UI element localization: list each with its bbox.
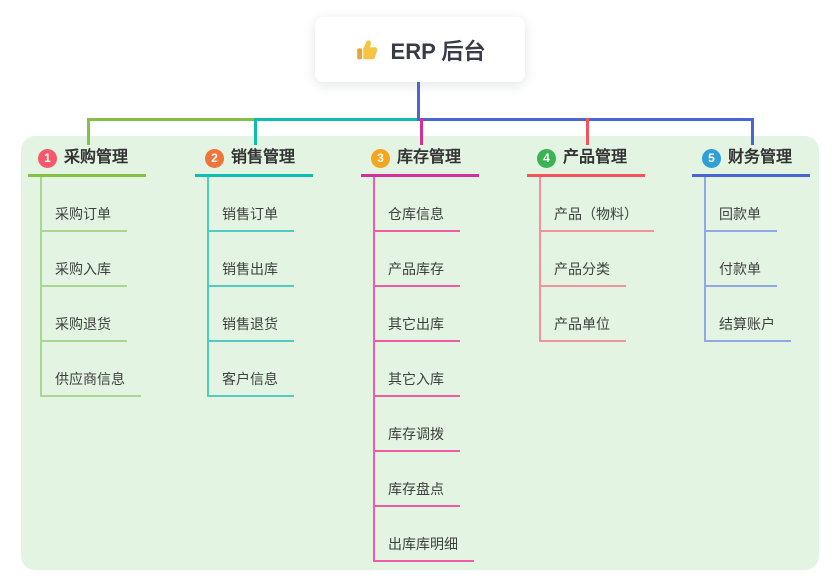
branch-5-child-3[interactable]: 结算账户 [704, 314, 791, 342]
branch-3-child-3[interactable]: 其它出库 [373, 314, 460, 342]
branch-2-child-1[interactable]: 销售订单 [207, 204, 294, 232]
branch-1: 1 采购管理采购订单采购入库采购退货供应商信息 [28, 148, 146, 397]
root-node-title: ERP 后台 [390, 38, 486, 64]
child-row: 采购订单 [28, 177, 146, 232]
connector-drop-5 [751, 118, 754, 145]
connector-drop-1 [87, 118, 90, 145]
child-row: 回款单 [692, 177, 810, 232]
child-row: 销售出库 [195, 232, 313, 287]
branch-3-child-4[interactable]: 其它入库 [373, 369, 460, 397]
branch-1-trunk-line [40, 177, 42, 397]
branch-4-number-badge: 4 [537, 148, 556, 168]
child-row: 仓库信息 [361, 177, 479, 232]
branch-4-child-3[interactable]: 产品单位 [539, 314, 626, 342]
child-row: 客户信息 [195, 342, 313, 397]
child-row: 结算账户 [692, 287, 810, 342]
branch-3-child-7[interactable]: 出库库明细 [373, 534, 474, 562]
branch-3-title: 库存管理 [397, 149, 462, 166]
branch-1-title: 采购管理 [64, 149, 129, 166]
branch-1-child-3[interactable]: 采购退货 [40, 314, 127, 342]
branch-2-number-badge: 2 [205, 148, 224, 168]
branch-4-child-1[interactable]: 产品（物料） [539, 204, 654, 232]
branch-3-child-1[interactable]: 仓库信息 [373, 204, 460, 232]
branch-4: 4 产品管理产品（物料） 产品分类产品单位 [527, 148, 654, 342]
branch-3-trunk-line [373, 177, 375, 562]
connector-bus-left [87, 118, 257, 121]
connector-bus-mid [254, 118, 420, 121]
branch-3-number-badge: 3 [371, 148, 390, 168]
child-row: 出库库明细 [361, 507, 479, 562]
branch-5: 5 财务管理回款单付款单结算账户 [692, 148, 810, 342]
branch-2-child-3[interactable]: 销售退货 [207, 314, 294, 342]
child-row: 库存盘点 [361, 452, 479, 507]
connector-drop-2 [254, 118, 257, 145]
branch-3-child-2[interactable]: 产品库存 [373, 259, 460, 287]
child-row: 采购退货 [28, 287, 146, 342]
branch-5-number-badge: 5 [702, 148, 721, 168]
thumbs-up-icon [355, 37, 381, 63]
branch-2-child-4[interactable]: 客户信息 [207, 369, 294, 397]
connector-drop-4 [586, 118, 589, 145]
branch-4-title: 产品管理 [563, 149, 628, 166]
branch-1-child-1[interactable]: 采购订单 [40, 204, 127, 232]
branch-5-children: 回款单付款单结算账户 [692, 177, 810, 342]
branches-background-panel [21, 136, 819, 570]
child-row: 库存调拨 [361, 397, 479, 452]
branch-1-children: 采购订单采购入库采购退货供应商信息 [28, 177, 146, 397]
branch-4-trunk-line [539, 177, 541, 342]
child-row: 产品分类 [527, 232, 645, 287]
branch-1-number-badge: 1 [38, 148, 57, 168]
branch-4-children: 产品（物料） 产品分类产品单位 [527, 177, 654, 342]
child-row: 产品单位 [527, 287, 645, 342]
branch-3-child-5[interactable]: 库存调拨 [373, 424, 460, 452]
branch-3-child-6[interactable]: 库存盘点 [373, 479, 460, 507]
child-row: 其它入库 [361, 342, 479, 397]
connector-drop-3 [420, 118, 423, 145]
child-row: 付款单 [692, 232, 810, 287]
child-row: 其它出库 [361, 287, 479, 342]
child-row: 产品（物料） [527, 177, 654, 232]
branch-3-label[interactable]: 3 库存管理 [361, 148, 479, 177]
branch-5-trunk-line [704, 177, 706, 342]
child-row: 产品库存 [361, 232, 479, 287]
branch-5-child-1[interactable]: 回款单 [704, 204, 777, 232]
child-row: 销售退货 [195, 287, 313, 342]
branch-5-title: 财务管理 [728, 149, 793, 166]
branch-3-children: 仓库信息产品库存其它出库其它入库库存调拨库存盘点出库库明细 [361, 177, 479, 562]
branch-2: 2 销售管理销售订单销售出库销售退货客户信息 [195, 148, 313, 397]
branch-5-label[interactable]: 5 财务管理 [692, 148, 810, 177]
branch-1-child-4[interactable]: 供应商信息 [40, 369, 141, 397]
child-row: 供应商信息 [28, 342, 146, 397]
connector-root-stem [417, 82, 420, 121]
branch-3: 3 库存管理仓库信息产品库存其它出库其它入库库存调拨库存盘点出库库明细 [361, 148, 479, 562]
connector-bus-right [417, 118, 754, 121]
child-row: 采购入库 [28, 232, 146, 287]
root-node-erp[interactable]: ERP 后台 [315, 17, 525, 82]
branch-2-children: 销售订单销售出库销售退货客户信息 [195, 177, 313, 397]
branch-2-title: 销售管理 [231, 149, 296, 166]
child-row: 销售订单 [195, 177, 313, 232]
branch-4-label[interactable]: 4 产品管理 [527, 148, 645, 177]
branch-1-child-2[interactable]: 采购入库 [40, 259, 127, 287]
branch-2-child-2[interactable]: 销售出库 [207, 259, 294, 287]
branch-5-child-2[interactable]: 付款单 [704, 259, 777, 287]
branch-2-trunk-line [207, 177, 209, 397]
branch-2-label[interactable]: 2 销售管理 [195, 148, 313, 177]
branch-1-label[interactable]: 1 采购管理 [28, 148, 146, 177]
branch-4-child-2[interactable]: 产品分类 [539, 259, 626, 287]
